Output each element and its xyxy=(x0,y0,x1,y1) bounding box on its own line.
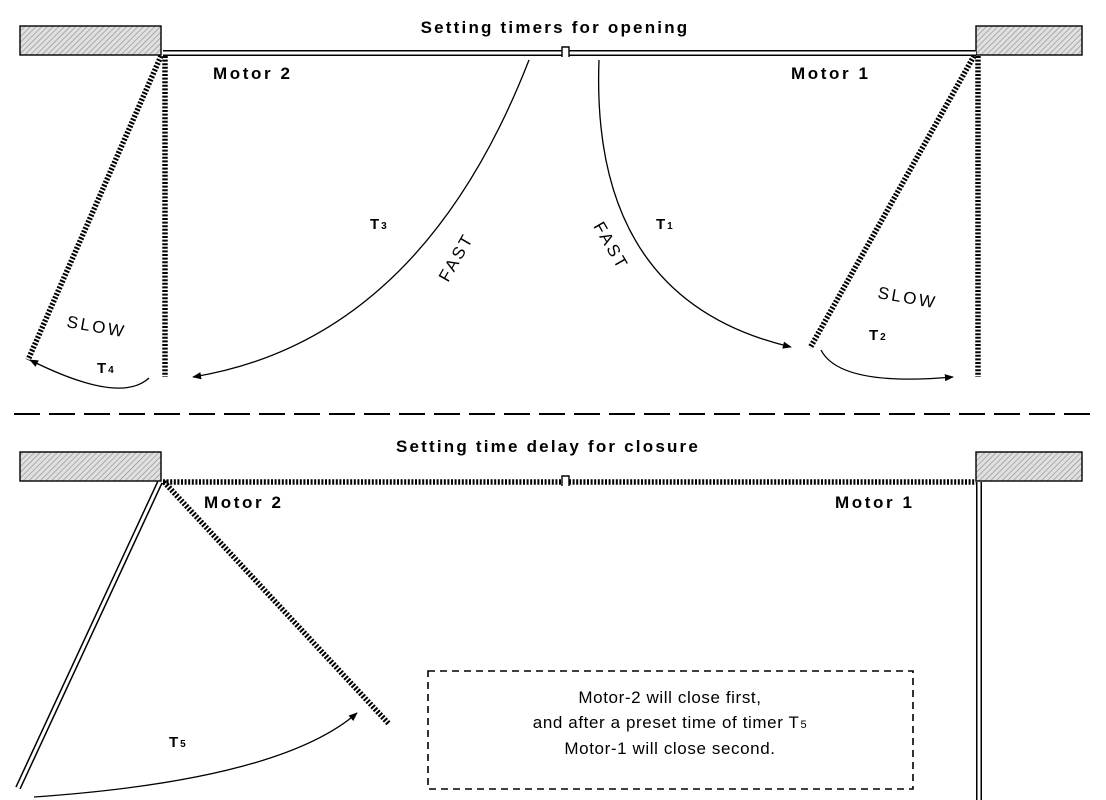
t4-slow-arc xyxy=(29,359,150,389)
gate-latch-bottom xyxy=(561,475,570,486)
t3-fast-arc xyxy=(192,59,530,380)
motor-2-leaf-slow-position xyxy=(25,54,164,362)
left-wall-pillar-bottom xyxy=(19,451,162,482)
gate-latch-top xyxy=(561,46,570,57)
motor-1-leaf-slow-position xyxy=(807,54,977,350)
opening-title: Setting timers for opening xyxy=(421,18,690,37)
fast-label-left: FAST xyxy=(435,230,478,285)
note-line-2: and after a preset time of timer T5 xyxy=(533,713,807,732)
opening-section: Setting timers for opening Motor 2 Motor… xyxy=(19,18,1083,389)
slow-label-right: SLOW xyxy=(876,283,938,312)
motor-2-label-bottom: Motor 2 xyxy=(204,493,284,512)
left-wall-pillar-top xyxy=(19,25,162,56)
closure-section: Setting time delay for closure Motor 2 M… xyxy=(15,437,1083,800)
note-line-3: Motor-1 will close second. xyxy=(564,739,775,758)
t1-fast-arc xyxy=(597,59,792,349)
motor-1-label-top: Motor 1 xyxy=(791,64,871,83)
motor-2-leaf-closing-dotted xyxy=(161,480,392,726)
t2-slow-arc xyxy=(820,349,954,382)
slow-label-left: SLOW xyxy=(65,312,127,341)
motor-2-label-top: Motor 2 xyxy=(213,64,293,83)
note-line-1: Motor-2 will close first, xyxy=(578,688,761,707)
right-wall-pillar-bottom xyxy=(975,451,1083,482)
fast-label-right: FAST xyxy=(590,219,633,274)
motor-1-label-bottom: Motor 1 xyxy=(835,493,915,512)
closure-title: Setting time delay for closure xyxy=(396,437,700,456)
right-wall-pillar-top xyxy=(975,25,1083,56)
closure-note-box: Motor-2 will close first, and after a pr… xyxy=(427,670,914,790)
t5-delay-arc xyxy=(33,712,358,798)
motor-2-leaf-open-solid xyxy=(15,480,163,790)
